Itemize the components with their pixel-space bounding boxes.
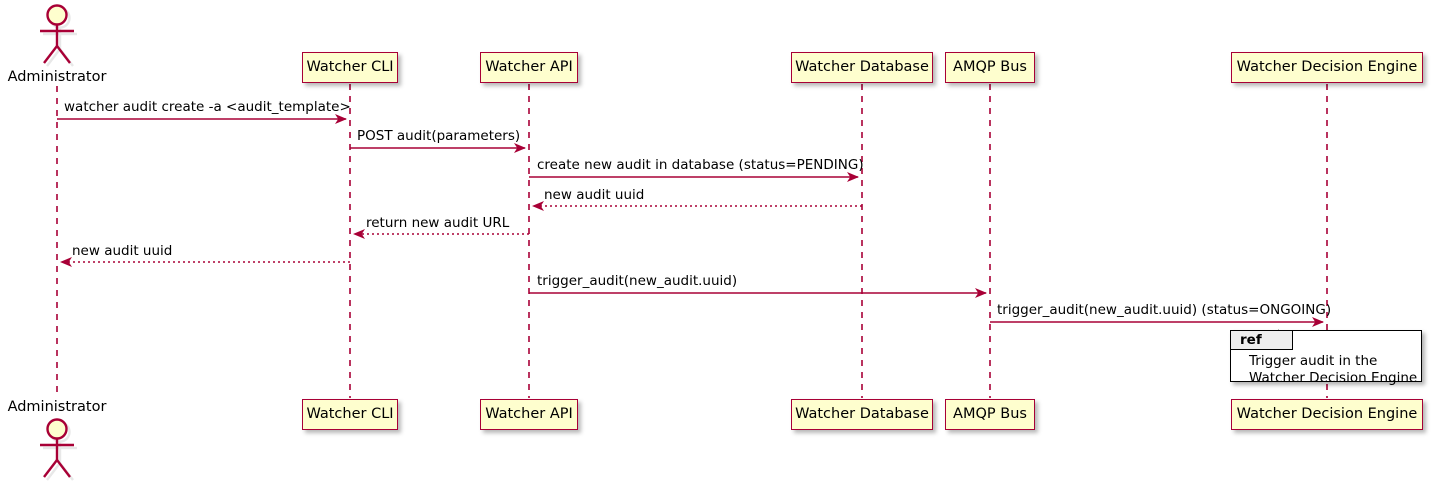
actor-label-administrator-bottom: Administrator [0,399,114,415]
message-text-5: return new audit URL [366,215,510,231]
message-text-1: watcher audit create -a <audit_template> [64,99,351,115]
participant-box-watcher-decision-engine-top[interactable]: Watcher Decision Engine [1231,52,1423,83]
message-text-4: new audit uuid [544,187,645,203]
actor-figure-administrator-top [40,4,77,67]
participant-label-watcher-decision-engine: Watcher Decision Engine [1236,59,1418,76]
participant-label-amqp-bus: AMQP Bus [953,59,1027,76]
message-label-7: trigger_audit(new_audit.uuid) [537,273,738,289]
participant-label-watcher-cli-bottom: Watcher CLI [306,406,394,423]
participant-box-watcher-api-bottom[interactable]: Watcher API [480,399,578,430]
message-label-3: create new audit in database (status=PEN… [537,157,864,173]
participant-label-watcher-api-bottom: Watcher API [485,406,573,423]
message-label-6: new audit uuid [72,243,173,259]
message-text-6: new audit uuid [72,243,173,259]
message-label-2: POST audit(parameters) [357,128,521,144]
ref-fragment[interactable]: ref Trigger audit in the Watcher Decisio… [1230,330,1422,386]
participant-label-watcher-decision-engine-bottom: Watcher Decision Engine [1236,406,1418,423]
participant-box-watcher-api-top[interactable]: Watcher API [480,52,578,83]
participant-label-watcher-database-bottom: Watcher Database [795,406,929,423]
participant-box-amqp-bus-top[interactable]: AMQP Bus [945,52,1035,83]
ref-fragment-text: Trigger audit in the Watcher Decision En… [1249,353,1418,387]
message-label-4: new audit uuid [544,187,645,203]
participant-box-watcher-database-top[interactable]: Watcher Database [791,52,933,83]
actor-name-administrator-bottom: Administrator [7,399,107,415]
participant-box-amqp-bus-bottom[interactable]: AMQP Bus [945,399,1035,430]
participant-label-watcher-cli: Watcher CLI [306,59,394,76]
message-text-2: POST audit(parameters) [357,128,521,144]
message-label-1: watcher audit create -a <audit_template> [64,99,351,115]
message-text-3: create new audit in database (status=PEN… [537,157,864,173]
ref-fragment-operator: ref [1240,332,1262,348]
actor-label-administrator-top: Administrator [0,69,114,85]
message-arrows [57,114,1324,327]
ref-fragment-tab [1231,331,1293,350]
message-text-8: trigger_audit(new_audit.uuid) (status=ON… [997,302,1332,318]
participant-label-watcher-database: Watcher Database [795,59,929,76]
actor-name-administrator-top: Administrator [7,69,107,85]
message-label-5: return new audit URL [366,215,510,231]
actor-figure-administrator-bottom [40,418,77,481]
participant-box-watcher-cli-bottom[interactable]: Watcher CLI [302,399,398,430]
participant-box-watcher-database-bottom[interactable]: Watcher Database [791,399,933,430]
participant-label-amqp-bus-bottom: AMQP Bus [953,406,1027,423]
message-label-8: trigger_audit(new_audit.uuid) (status=ON… [997,302,1332,318]
participant-label-watcher-api: Watcher API [485,59,573,76]
participant-box-watcher-cli-top[interactable]: Watcher CLI [302,52,398,83]
message-text-7: trigger_audit(new_audit.uuid) [537,273,738,289]
participant-box-watcher-decision-engine-bottom[interactable]: Watcher Decision Engine [1231,399,1423,430]
lifelines [56,84,1328,398]
